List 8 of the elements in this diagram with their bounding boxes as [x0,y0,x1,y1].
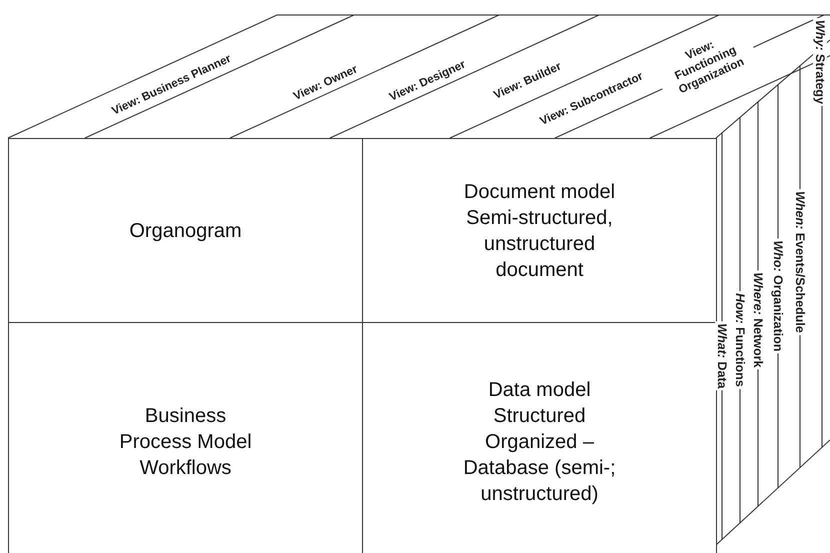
dimension-label: When: Events/Schedule [793,189,807,335]
dimension-label: Where: Network [751,270,765,370]
dimension-label: How: Functions [733,291,747,389]
dimension-label: Why: Strategy [813,18,827,106]
matrix-cell: Document model Semi-structured, unstructured document [362,138,717,323]
dimension-label: Who: Organization [771,238,785,354]
matrix-cell: Organogram [8,138,363,323]
dimension-label: What: Data [715,321,729,391]
